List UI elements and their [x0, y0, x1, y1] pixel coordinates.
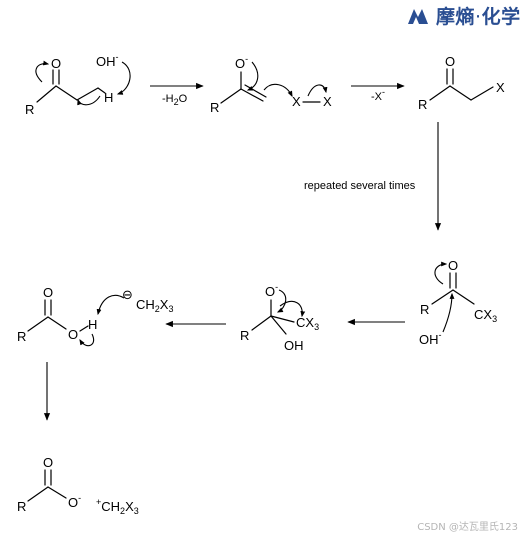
brand-logo: 摩熵·化学 — [406, 2, 521, 29]
curved-arrow-attack-halogen-icon — [263, 83, 293, 98]
minus-water-label: -H2O — [162, 93, 188, 107]
curved-arrow-enolate-icon — [246, 61, 259, 91]
curved-arrow-pi-bond-icon — [434, 261, 448, 285]
curved-arrow-nucleophilic-attack-icon — [442, 292, 455, 333]
carboxylate-oxygen-label: O- — [68, 493, 81, 510]
curved-arrow-ch-bond-icon — [77, 95, 101, 106]
carboxylate-product: R O O- +CH2X3 — [17, 455, 139, 516]
r-group-label: R — [240, 328, 249, 343]
tetrahedral-intermediate: R O- CX3 OH — [240, 282, 319, 353]
curved-arrow-reform-carbonyl-icon — [276, 289, 287, 313]
halogen-right-label: X — [323, 94, 332, 109]
curved-arrow-cx3-leave-icon — [279, 301, 306, 318]
acidic-hydrogen-label: H — [88, 317, 97, 332]
r-group-label: R — [420, 302, 429, 317]
circled-minus-icon: ⊖ — [122, 287, 133, 302]
r-group-label: R — [17, 329, 26, 344]
watermark-text: CSDN @达瓦里氏123 — [417, 522, 518, 533]
carbonyl-oxygen-label: O — [448, 258, 458, 273]
carbonyl-oxygen-label: O — [43, 455, 53, 470]
enolate-oxygen-label: O- — [235, 54, 248, 71]
enolate-intermediate: R O- X X — [210, 54, 332, 115]
brand-name: 摩熵·化学 — [436, 6, 521, 28]
halogen-label: X — [496, 80, 505, 95]
minus-halide-label: -X- — [371, 87, 385, 103]
alpha-haloketone: R O X — [418, 54, 505, 112]
hydroxide-label: OH- — [419, 330, 442, 347]
alkoxide-oxygen-label: O- — [265, 282, 278, 299]
r-group-label: R — [418, 97, 427, 112]
step-arrow-dehydration: -H2O — [150, 82, 204, 107]
trihalomethyl-ketone: R O CX3 OH- — [419, 258, 497, 347]
carbonyl-oxygen-label: O — [43, 285, 53, 300]
curved-arrow-proton-abstraction-icon — [96, 294, 125, 316]
r-group-label: R — [210, 100, 219, 115]
repeated-label: repeated several times — [304, 180, 416, 192]
curved-arrow-co-icon — [35, 60, 50, 83]
r-group-label: R — [17, 499, 26, 514]
moshang-logo-icon — [408, 8, 428, 24]
dihalomethyl-anion-label: CH2X3 — [136, 297, 173, 314]
r-group-label: R — [25, 102, 34, 117]
halogen-left-label: X — [292, 94, 301, 109]
hydroxyl-oxygen-label: O — [68, 327, 78, 342]
alpha-hydrogen-label: H — [104, 90, 113, 105]
hydroxyl-label: OH — [284, 338, 304, 353]
curved-arrow-oh-bond-icon — [79, 333, 95, 347]
hydroxide-label: OH- — [96, 52, 119, 69]
haloform-label: +CH2X3 — [96, 497, 139, 516]
ketone-reactant: R O H OH- — [25, 52, 131, 117]
trihalomethyl-label: CX3 — [296, 315, 319, 332]
step-arrow-repeat: repeated several times — [304, 122, 442, 231]
curved-arrow-deprotonation-icon — [116, 61, 131, 95]
step-arrow-halide-loss: -X- — [351, 82, 405, 103]
carboxylic-acid-intermediate: R O O H ⊖ CH2X3 — [17, 285, 173, 347]
carbonyl-oxygen-label: O — [445, 54, 455, 69]
carbonyl-oxygen-label: O — [51, 56, 61, 71]
curved-arrow-halogen-leave-icon — [307, 84, 328, 97]
trihalomethyl-label: CX3 — [474, 307, 497, 324]
